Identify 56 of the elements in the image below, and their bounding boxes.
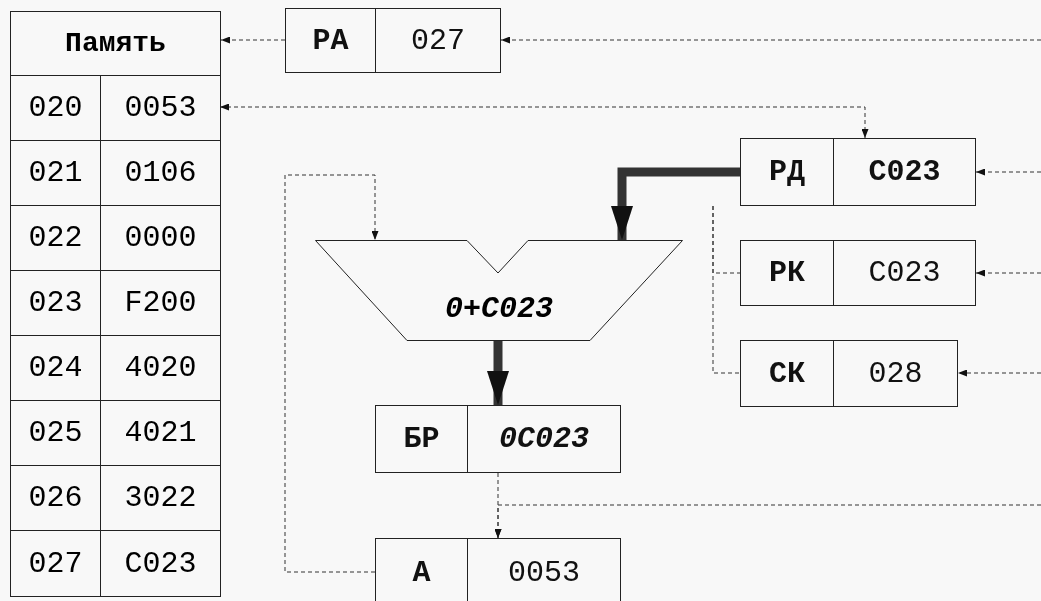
memory-table bbox=[10, 11, 221, 597]
memory-value: 0106 bbox=[123, 155, 198, 192]
table-header: Память bbox=[11, 12, 220, 76]
register-name: РА bbox=[286, 9, 376, 72]
memory-row bbox=[11, 271, 220, 336]
register-box bbox=[375, 538, 621, 601]
memory-value: 4021 bbox=[123, 415, 198, 452]
arrow bbox=[975, 269, 1041, 277]
arrow bbox=[220, 36, 286, 44]
register-value: 027 bbox=[410, 22, 466, 60]
alu-result: 0+C023 bbox=[444, 292, 554, 326]
memory-row bbox=[11, 466, 220, 531]
register-box bbox=[740, 340, 958, 407]
arrow bbox=[500, 36, 1041, 44]
data-bus-arrow bbox=[487, 341, 509, 405]
register-name: БР bbox=[376, 406, 468, 472]
register-box bbox=[285, 8, 501, 73]
register-value: C023 bbox=[867, 154, 942, 191]
memory-address: 026 bbox=[11, 466, 101, 530]
memory-row bbox=[11, 206, 220, 271]
arrow bbox=[219, 103, 869, 139]
memory-value: C023 bbox=[123, 545, 198, 583]
register-name: А bbox=[376, 539, 468, 601]
register-value: C023 bbox=[867, 255, 942, 292]
memory-row bbox=[11, 336, 220, 401]
register-box bbox=[740, 240, 976, 306]
data-bus-arrow bbox=[611, 167, 740, 240]
register-box bbox=[375, 405, 621, 473]
register-name: СК bbox=[741, 341, 834, 406]
memory-value: F200 bbox=[123, 285, 198, 322]
arrow bbox=[494, 504, 1041, 539]
arrow bbox=[975, 168, 1041, 176]
memory-row bbox=[11, 141, 220, 206]
connector-line bbox=[712, 205, 741, 374]
register-value: 0C023 bbox=[498, 421, 590, 458]
register-name: РК bbox=[741, 241, 834, 305]
arrow bbox=[957, 369, 1041, 377]
memory-value: 3022 bbox=[123, 480, 198, 517]
memory-row bbox=[11, 76, 220, 141]
memory-value: 0053 bbox=[123, 90, 198, 127]
memory-address: 022 bbox=[11, 206, 101, 270]
memory-value: 0000 bbox=[123, 220, 198, 257]
register-box bbox=[740, 138, 976, 206]
register-name: РД bbox=[741, 139, 834, 205]
memory-row bbox=[11, 401, 220, 466]
register-value: 028 bbox=[867, 355, 924, 393]
register-value: 0053 bbox=[507, 555, 581, 592]
memory-address: 023 bbox=[11, 271, 101, 335]
memory-value: 4020 bbox=[123, 350, 198, 387]
memory-address: 027 bbox=[11, 531, 101, 596]
arrow bbox=[284, 174, 379, 573]
memory-address: 025 bbox=[11, 401, 101, 465]
memory-address: 020 bbox=[11, 76, 101, 140]
alu-shape bbox=[315, 240, 683, 341]
memory-address: 021 bbox=[11, 141, 101, 205]
memory-address: 024 bbox=[11, 336, 101, 400]
